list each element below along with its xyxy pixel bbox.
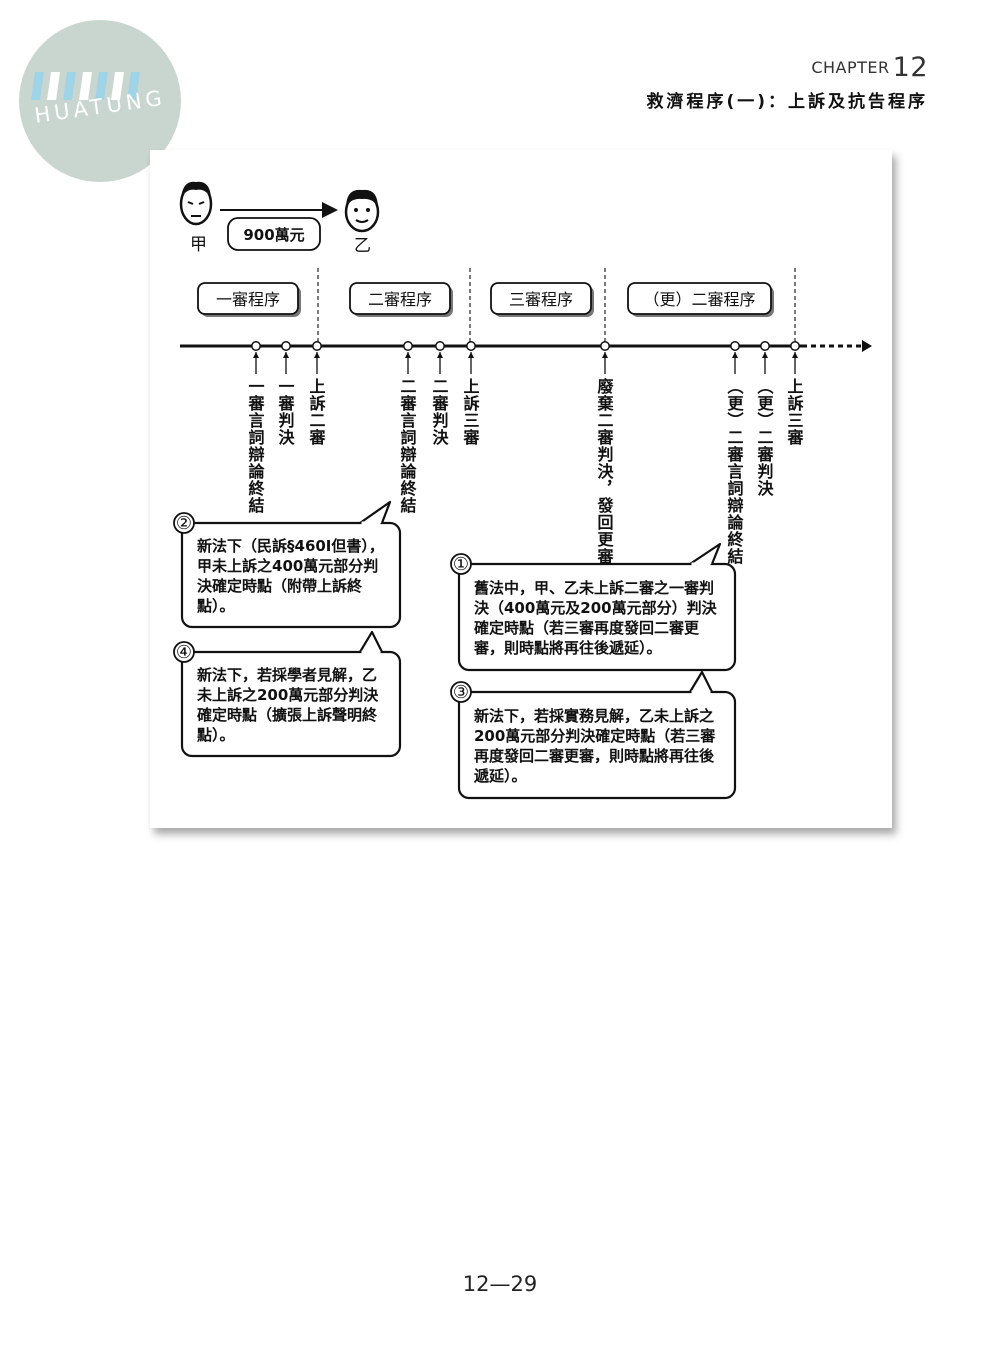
event-label: （更）二審言詞辯論終結 bbox=[725, 378, 745, 565]
chapter-label: CHAPTER bbox=[811, 58, 890, 77]
timeline-event: 上訴三審 bbox=[461, 341, 481, 446]
event-marker bbox=[760, 341, 770, 351]
person-b-icon bbox=[344, 189, 380, 233]
timeline-arrowhead bbox=[862, 340, 872, 352]
event-label: 上訴二審 bbox=[307, 378, 327, 446]
callout-4-text: 新法下，若採學者見解，乙未上訴之200萬元部分判決確定時點（擴張上訴聲明終點）。 bbox=[197, 666, 379, 744]
event-marker bbox=[790, 341, 800, 351]
event-label: 廢棄二審判決，發回更審 bbox=[595, 377, 615, 565]
timeline-event: 上訴二審 bbox=[307, 341, 327, 446]
timeline-event: （更）二審言詞辯論終結 bbox=[725, 341, 745, 565]
stage-box: 一審程序 bbox=[197, 282, 301, 317]
stage-label: 二審程序 bbox=[368, 290, 432, 309]
event-label: 二審言詞辯論終結 bbox=[398, 378, 418, 514]
event-marker bbox=[281, 341, 291, 351]
event-label: 上訴三審 bbox=[461, 378, 481, 446]
event-marker bbox=[730, 341, 740, 351]
stage-label: （更）二審程序 bbox=[643, 290, 755, 309]
timeline-event: 一審言詞辯論終結 bbox=[246, 341, 266, 514]
timeline-event: 上訴三審 bbox=[785, 341, 805, 446]
chapter-number: 12 bbox=[892, 52, 928, 83]
party-b-label: 乙 bbox=[354, 236, 371, 256]
callout-bubble: ③ bbox=[450, 670, 737, 800]
party-a-label: 甲 bbox=[190, 235, 207, 255]
amount-box bbox=[227, 217, 321, 251]
stage-box: 三審程序 bbox=[490, 282, 594, 317]
event-marker bbox=[600, 341, 610, 351]
timeline-event: 二審言詞辯論終結 bbox=[398, 341, 418, 514]
chapter-title: 救濟程序(一)：上訴及抗告程序 bbox=[646, 92, 928, 112]
callout-bubble: ① bbox=[450, 542, 737, 672]
callout-number: ③ bbox=[453, 682, 469, 703]
event-label: （更）二審判決 bbox=[755, 378, 775, 497]
timeline-event: 二審判決 bbox=[430, 341, 450, 446]
callout-number-badge bbox=[173, 512, 195, 534]
logo-stripe bbox=[47, 72, 60, 100]
event-marker bbox=[466, 341, 476, 351]
callout-number-badge bbox=[450, 681, 472, 703]
timeline-event: 一審判決 bbox=[276, 341, 296, 446]
callout-number: ② bbox=[176, 513, 192, 534]
timeline-figure: 甲 900萬元 乙 一審程序 二審程序 三審程序 （更）二審程序 一審言詞辯論終結一審… bbox=[150, 150, 892, 828]
event-marker bbox=[435, 341, 445, 351]
event-label: 上訴三審 bbox=[785, 378, 805, 446]
callout-bubble: ② bbox=[173, 500, 402, 629]
callout-number: ① bbox=[453, 554, 469, 575]
timeline-event: 廢棄二審判決，發回更審 bbox=[595, 341, 615, 565]
callout-bubble: ④ bbox=[173, 630, 402, 758]
callout-1-text: 舊法中，甲、乙未上訴二審之一審判決（400萬元及200萬元部分）判決確定時點（若… bbox=[474, 579, 717, 657]
callout-3-text: 新法下，若採實務見解，乙未上訴之200萬元部分判決確定時點（若三審再度發回二審更… bbox=[474, 707, 716, 785]
stage-label: 三審程序 bbox=[509, 290, 573, 309]
amount-label: 900萬元 bbox=[243, 226, 304, 244]
stage-box: （更）二審程序 bbox=[627, 282, 774, 317]
callout-number: ④ bbox=[176, 642, 192, 663]
event-marker bbox=[251, 341, 261, 351]
callout-number-badge bbox=[450, 553, 472, 575]
logo-stripe bbox=[31, 72, 44, 100]
person-a-icon bbox=[179, 181, 213, 226]
event-marker bbox=[312, 341, 322, 351]
event-label: 一審言詞辯論終結 bbox=[246, 378, 266, 514]
callout-2-text: 新法下（民訴§460Ⅰ但書），甲未上訴之400萬元部分判決確定時點（附帶上訴終點… bbox=[197, 537, 384, 615]
callout-number-badge bbox=[173, 641, 195, 663]
timeline-event: （更）二審判決 bbox=[755, 341, 775, 497]
logo-stripe bbox=[63, 72, 76, 100]
stage-label: 一審程序 bbox=[216, 290, 280, 309]
timeline-diagram: 甲 900萬元 乙 一審程序 二審程序 三審程序 （更）二審程序 一審言詞辯論終結一審… bbox=[173, 181, 872, 800]
event-label: 二審判決 bbox=[430, 378, 450, 446]
event-marker bbox=[403, 341, 413, 351]
page-number: 12—29 bbox=[462, 1272, 538, 1296]
event-label: 一審判決 bbox=[276, 378, 296, 446]
stage-box: 二審程序 bbox=[349, 282, 453, 317]
